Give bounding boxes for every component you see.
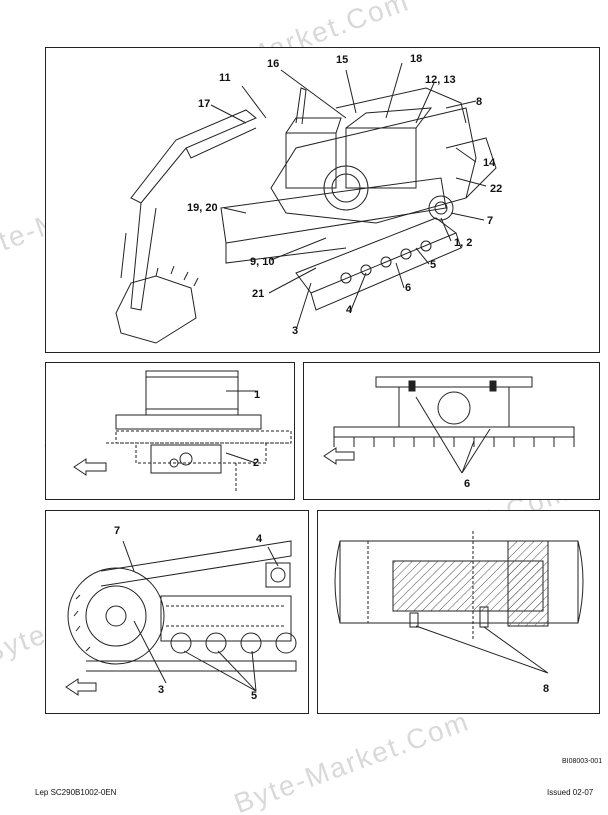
direction-arrow-icon: [73, 458, 107, 476]
track-frame-illustration: [65, 540, 297, 696]
callout-9-10: 9, 10: [250, 256, 275, 268]
callout-8: 8: [543, 683, 550, 695]
callout-5: 5: [430, 259, 437, 271]
callout-6: 6: [405, 282, 412, 294]
excavator-overview-panel: 15 18 16 12, 13 11 8 17 14 22 19, 20 7 1…: [45, 47, 600, 353]
watermark-text: Byte-Market.Com: [230, 705, 474, 815]
callout-22: 22: [490, 183, 503, 195]
callout-8: 8: [476, 96, 483, 108]
callout-18: 18: [410, 53, 423, 65]
callout-5: 5: [251, 690, 258, 702]
callout-21: 21: [252, 288, 265, 300]
callout-1-2: 1, 2: [454, 237, 473, 249]
direction-arrow-icon: [323, 447, 355, 465]
callout-3: 3: [158, 684, 165, 696]
idler-illustration: [334, 531, 584, 674]
callout-6: 6: [464, 478, 471, 490]
callout-3: 3: [292, 325, 299, 337]
track-roller-illustration: [323, 376, 575, 474]
callout-11: 11: [219, 72, 231, 84]
direction-arrow-icon: [65, 678, 97, 696]
issue-date: Issued 02-07: [547, 788, 594, 797]
callout-1: 1: [254, 389, 261, 401]
callout-16: 16: [267, 58, 280, 70]
excavator-illustration: [115, 62, 497, 344]
final-drive-detail-panel: 1 2: [45, 362, 295, 500]
document-code: Lep SC290B1002-0EN: [35, 788, 117, 797]
track-frame-detail-panel: 7 4 3 5: [45, 510, 309, 714]
callout-4: 4: [346, 304, 353, 316]
callout-4: 4: [256, 533, 263, 545]
callout-19-20: 19, 20: [187, 202, 218, 214]
callout-15: 15: [336, 54, 349, 66]
final-drive-illustration: [73, 370, 292, 493]
callout-7: 7: [487, 215, 494, 227]
callout-12-13: 12, 13: [425, 74, 456, 86]
track-roller-detail-panel: 6: [303, 362, 600, 500]
callout-7: 7: [114, 525, 121, 537]
figure-code: BI08003-001: [562, 758, 603, 765]
idler-detail-panel: 8: [317, 510, 600, 714]
callout-14: 14: [483, 157, 496, 169]
callout-2: 2: [253, 457, 260, 469]
callout-17: 17: [198, 98, 211, 110]
